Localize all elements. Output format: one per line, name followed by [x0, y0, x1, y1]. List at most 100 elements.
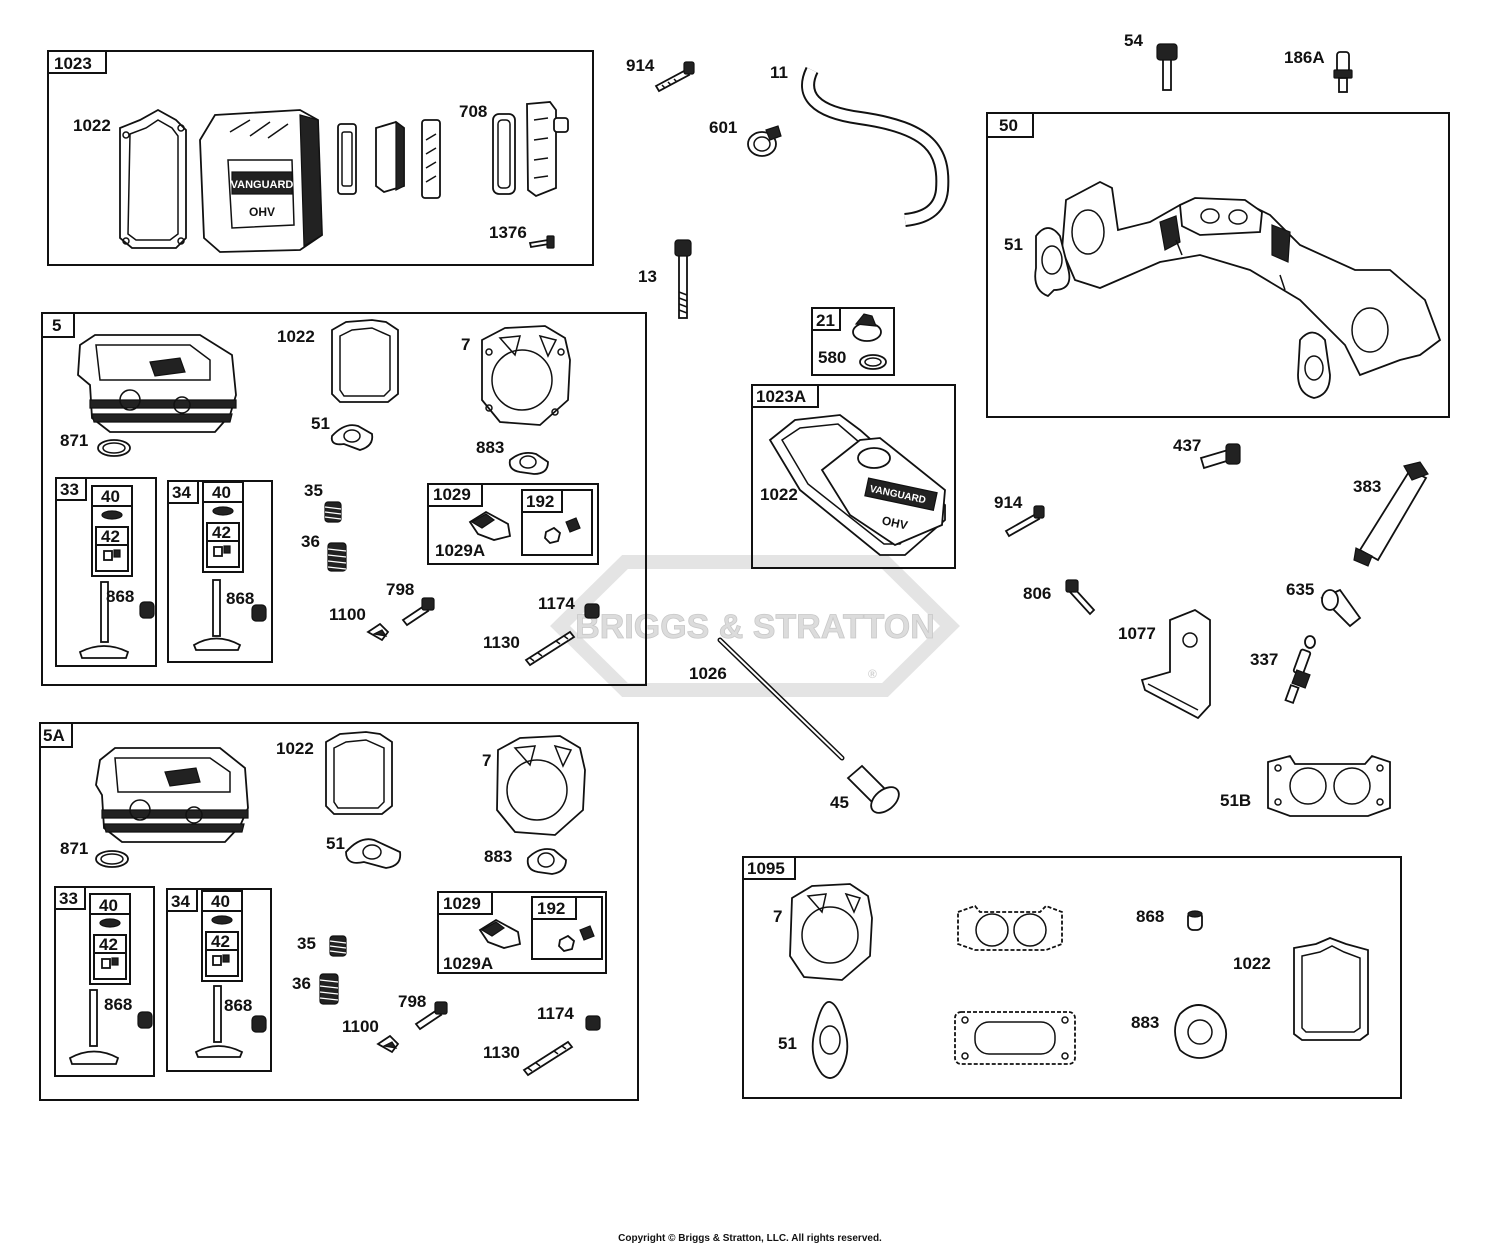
label-437: 437	[1173, 436, 1201, 455]
label-868-c: 868	[104, 995, 132, 1014]
label-868-b: 868	[226, 589, 254, 608]
breather-parts	[337, 119, 441, 199]
bolt-798-5A	[414, 1001, 448, 1031]
gasket-883-5	[508, 451, 549, 475]
box-label-5: 5	[52, 316, 61, 335]
gasket-883-1095	[1174, 1004, 1228, 1059]
watermark-registered: ®	[868, 667, 877, 681]
kit-34: 34 40 42 868	[167, 480, 273, 663]
label-7: 7	[461, 335, 470, 354]
label-708: 708	[459, 102, 487, 121]
box-label-40-b: 40	[212, 483, 231, 502]
fitting-186A	[1333, 51, 1353, 93]
svg-text:OHV: OHV	[881, 513, 909, 532]
label-1376: 1376	[489, 223, 527, 242]
kit-1095: 1095 7 868 1022 51	[742, 856, 1402, 1099]
label-868: 868	[106, 587, 134, 606]
box-label-40-c: 40	[99, 896, 118, 915]
label-11: 11	[770, 63, 788, 82]
o-ring-580	[859, 354, 887, 370]
seal-871-5A	[95, 850, 129, 868]
bolt-13	[674, 239, 692, 319]
svg-text:OHV: OHV	[249, 205, 275, 219]
box-label-42-d: 42	[211, 932, 230, 951]
label-51: 51	[1004, 235, 1023, 254]
box-label-34: 34	[172, 483, 191, 502]
clamp-601	[747, 125, 782, 157]
bolt-798	[401, 597, 435, 627]
label-337: 337	[1250, 650, 1278, 669]
kit-1029: 1029 192	[427, 483, 599, 565]
label-51-1095: 51	[778, 1034, 797, 1053]
label-871: 871	[60, 431, 88, 450]
rocker-arm-5A	[478, 918, 522, 949]
watermark-text: BRIGGS & STRATTON	[575, 608, 935, 646]
label-51B: 51B	[1220, 791, 1251, 810]
gasket-883-5A	[526, 848, 567, 875]
box-label-33-5A: 33	[59, 889, 78, 908]
label-601: 601	[709, 118, 737, 137]
kit-1023: 1023 1022 VANGUARD OHV	[47, 50, 594, 266]
bolt-54	[1156, 43, 1178, 91]
valve-seal-868-c	[137, 1011, 153, 1029]
breather-cover-708	[492, 101, 569, 198]
copyright-notice: Copyright © Briggs & Stratton, LLC. All …	[618, 1233, 882, 1244]
box-label-1029-5A: 1029	[443, 894, 481, 913]
box-label-1029: 1029	[433, 485, 471, 504]
bracket-1077	[1140, 608, 1211, 720]
box-label-50: 50	[999, 116, 1018, 135]
kit-1023A: 1023A VANGUARD OHV 1022	[751, 384, 956, 569]
box-label-40: 40	[101, 487, 120, 506]
label-1100: 1100	[329, 605, 366, 624]
box-label-21: 21	[816, 311, 835, 330]
label-7-1095: 7	[773, 907, 782, 926]
box-label-1023: 1023	[54, 54, 92, 73]
box-label-1023A: 1023A	[756, 387, 806, 406]
label-1026: 1026	[689, 664, 727, 683]
gasket-51B	[1267, 754, 1391, 817]
label-1022-5: 1022	[277, 327, 315, 346]
valve-exhaust	[192, 579, 242, 651]
gasket-1022-5	[331, 319, 399, 403]
guide-plate-1100-5A	[376, 1034, 400, 1054]
label-914: 914	[626, 56, 655, 75]
spark-plug-boot-635	[1320, 588, 1362, 628]
label-1022-1095: 1022	[1233, 954, 1271, 973]
label-798-5A: 798	[398, 992, 426, 1011]
label-36-5A: 36	[292, 974, 311, 993]
heat-shield-383	[1353, 461, 1429, 567]
cylinder-head-5A	[95, 747, 249, 843]
label-1100-5A: 1100	[342, 1017, 379, 1036]
gasket-1022-5A	[325, 731, 393, 815]
bolt-914-right	[1004, 505, 1045, 538]
exhaust-gasket-1095	[954, 1011, 1076, 1065]
valve-intake-5A	[68, 989, 120, 1065]
kit-5A: 5A 871 1022 7 51	[39, 722, 639, 1101]
label-1130-5A: 1130	[483, 1043, 520, 1062]
stud-1130-5A	[522, 1040, 574, 1077]
label-383: 383	[1353, 477, 1381, 496]
box-label-40-d: 40	[211, 892, 230, 911]
spring-36	[327, 542, 347, 572]
label-54: 54	[1124, 31, 1143, 50]
label-914-right: 914	[994, 493, 1023, 512]
watermark-logo: BRIGGS & STRATTON ®	[550, 555, 960, 697]
head-gasket-7-5A	[496, 735, 586, 836]
label-35: 35	[304, 481, 323, 500]
label-635: 635	[1286, 580, 1314, 599]
nut-1174	[584, 603, 600, 619]
gasket-51-1095	[811, 1001, 849, 1079]
stud-1130	[524, 630, 576, 667]
bolt-437	[1199, 443, 1241, 470]
box-label-5A: 5A	[43, 726, 65, 745]
label-883-1095: 883	[1131, 1013, 1159, 1032]
kit-34-5A: 34 40 42 868	[166, 888, 272, 1072]
label-1022: 1022	[73, 116, 111, 135]
push-rod-1026	[717, 637, 845, 761]
kit-1029-5A: 1029 192	[437, 891, 607, 974]
valve-cover-1023A: VANGUARD OHV	[820, 437, 946, 547]
intake-manifold	[1061, 180, 1442, 377]
valve-exhaust-5A	[194, 985, 244, 1058]
box-label-192-5A: 192	[537, 899, 565, 918]
